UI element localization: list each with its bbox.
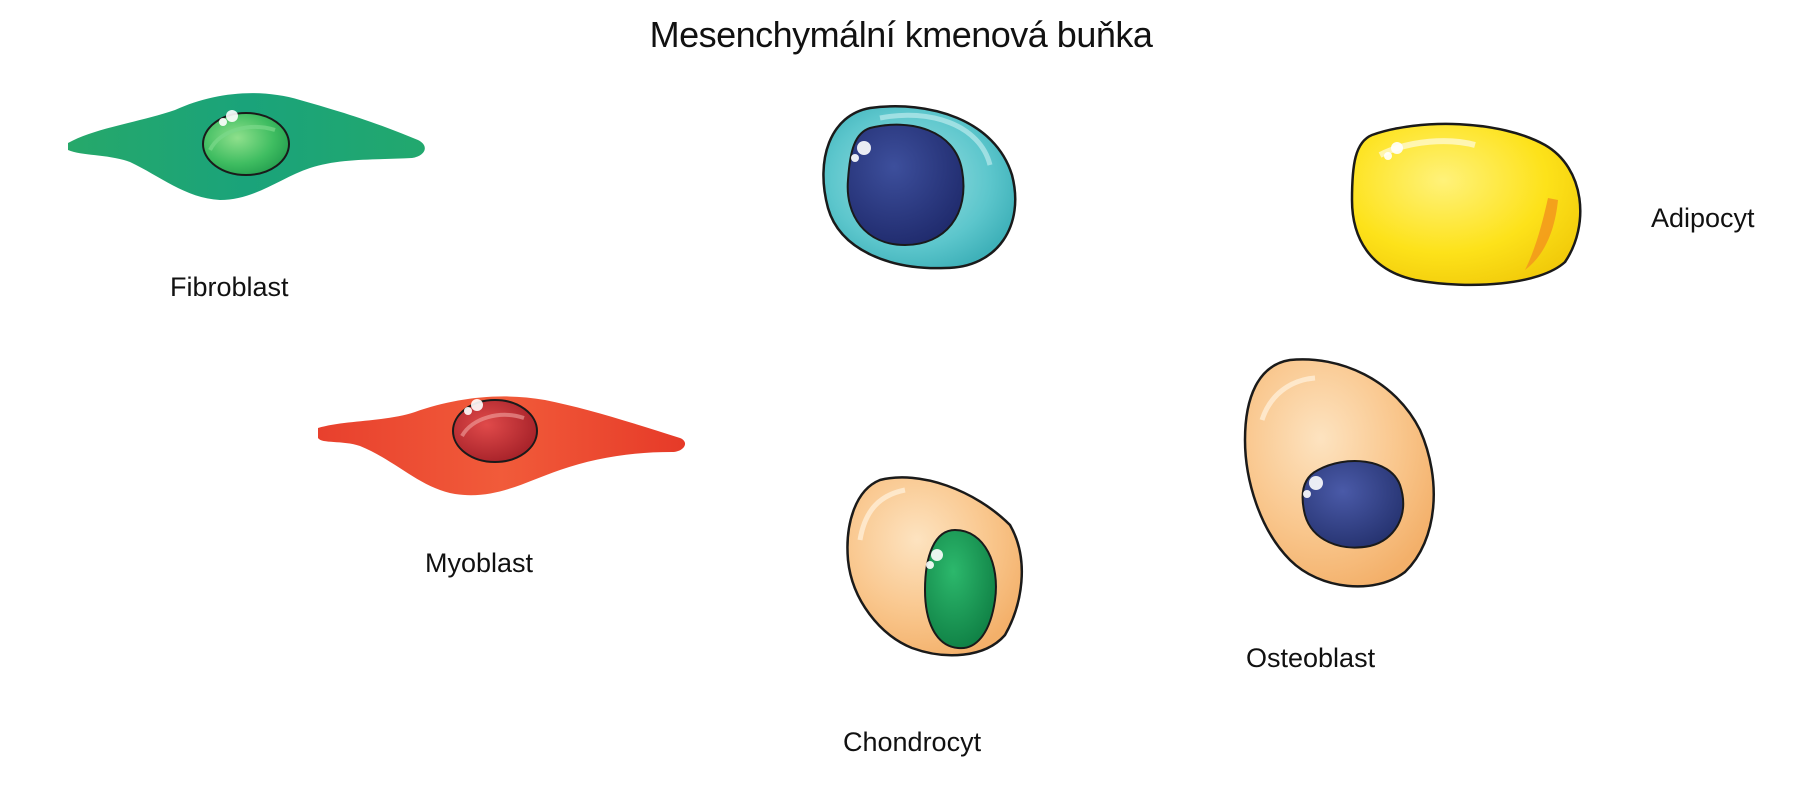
stem-cell	[822, 105, 1017, 270]
chondrocyt-cell	[846, 476, 1023, 657]
osteoblast-cell	[1243, 358, 1435, 588]
osteoblast-label: Osteoblast	[1246, 643, 1376, 673]
fibroblast-label: Fibroblast	[170, 272, 289, 302]
fibroblast-cell	[68, 93, 425, 200]
myoblast-cell	[318, 396, 686, 496]
myoblast-label: Myoblast	[425, 548, 534, 578]
diagram-title: Mesenchymální kmenová buňka	[649, 14, 1153, 55]
adipocyt-cell	[1350, 122, 1582, 287]
chondrocyt-label: Chondrocyt	[843, 727, 982, 757]
adipocyt-label: Adipocyt	[1651, 203, 1755, 233]
